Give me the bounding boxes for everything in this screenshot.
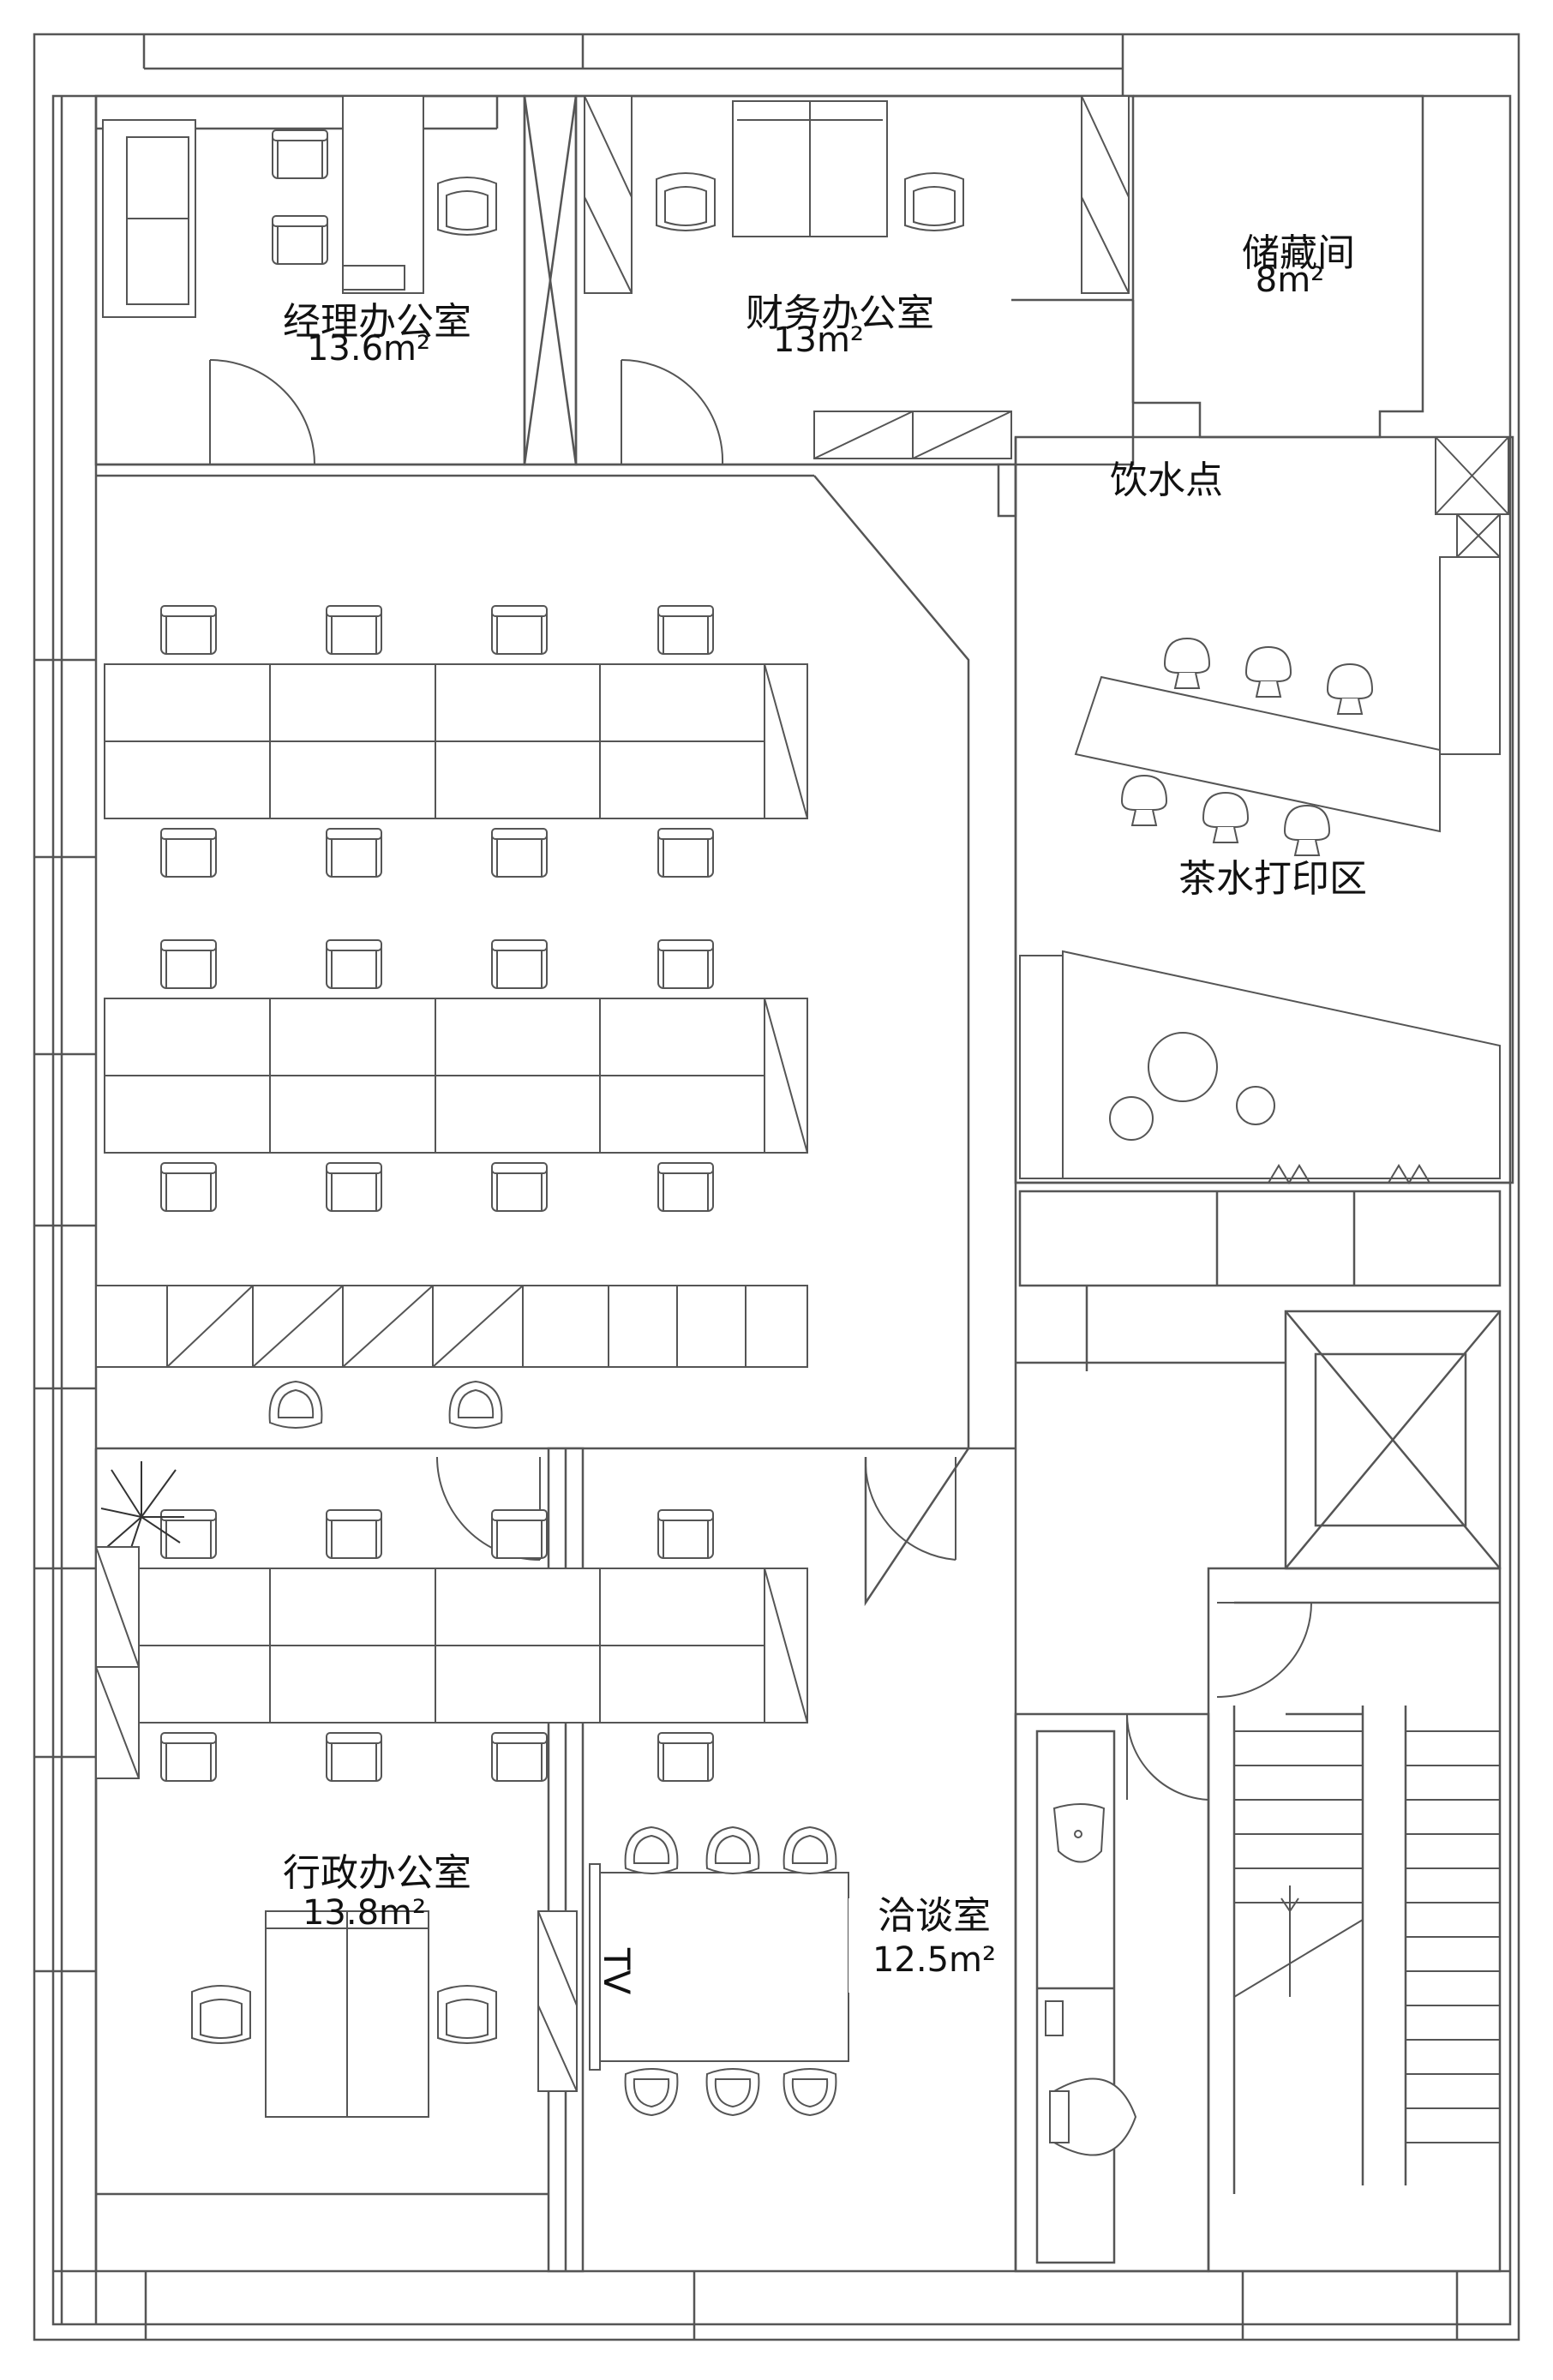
storage-name: 储藏间	[1242, 231, 1355, 275]
admin-furniture	[95, 1461, 578, 2118]
meeting-furniture	[589, 1826, 943, 2116]
plant-icon	[100, 1461, 184, 1556]
finance-office-name: 财务办公室	[746, 291, 934, 335]
water-point-name: 饮水点	[1110, 459, 1223, 502]
toilet-fixtures	[1045, 1803, 1137, 2156]
filing-cabinet-row	[95, 1285, 808, 1429]
manager-office-name: 经理办公室	[283, 300, 471, 344]
storage-area: 8m²	[1256, 261, 1324, 300]
admin-office-area: 13.8m²	[303, 1893, 426, 1933]
manager-furniture	[102, 95, 497, 318]
pantry-furniture	[1019, 436, 1509, 1184]
admin-office-name: 行政办公室	[283, 1851, 471, 1895]
workstation-row-1	[104, 605, 808, 878]
finance-furniture	[584, 95, 1130, 459]
workstation-row-3	[104, 1509, 808, 1782]
tea-print-zone-name: 茶水打印区	[1178, 857, 1367, 901]
workstations	[95, 605, 808, 1782]
room-labels: 经理办公室 13.6m² 财务办公室 13m² 储藏间 8m² 饮水点 茶水打印…	[283, 231, 1367, 1994]
doors	[209, 359, 1312, 1801]
walls	[33, 33, 1520, 2341]
manager-office-area: 13.6m²	[307, 329, 430, 369]
meeting-room-area: 12.5m²	[872, 1940, 996, 1980]
workstation-row-2	[104, 939, 808, 1212]
tv-label: TV	[596, 1947, 638, 1995]
stair-treads	[1233, 1730, 1500, 2143]
finance-office-area: 13m²	[773, 321, 864, 360]
meeting-room-name: 洽谈室	[878, 1894, 991, 1938]
